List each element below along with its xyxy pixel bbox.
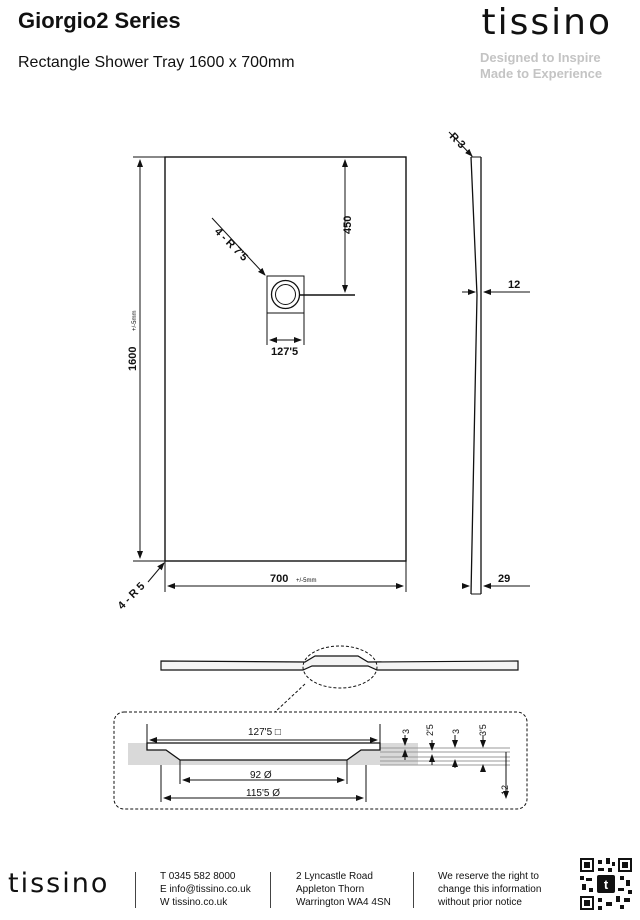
detail-callout-ellipse (302, 645, 378, 689)
tagline-line-1: Designed to Inspire (480, 50, 601, 65)
inner-diameter-label: 92 Ø (250, 770, 272, 781)
footer-address-line-3: Warrington WA4 4SN (296, 897, 391, 908)
waste-square (266, 275, 305, 314)
side-view (448, 131, 530, 595)
waste-radius-label: 4 - R 7'5 (212, 226, 250, 264)
footer-notice-line-3: without prior notice (438, 897, 522, 908)
tagline-line-2: Made to Experience (480, 66, 603, 81)
brand-logo: tissino (481, 2, 612, 43)
dim-3-a-label: 3 (401, 729, 411, 734)
detail-frame (113, 711, 528, 810)
footer-contact: T 0345 582 8000 E info@tissino.co.uk W t… (160, 870, 251, 909)
section-profile (160, 655, 519, 671)
waste-width-label: 127'5 (271, 346, 298, 358)
waste-inner-circle (275, 284, 296, 305)
tray-outline (164, 156, 407, 562)
side-profile (470, 156, 478, 595)
footer-email[interactable]: E info@tissino.co.uk (160, 884, 251, 895)
detail-view (113, 711, 528, 810)
dim-2-5-label: 2'5 (425, 724, 435, 736)
dim-3-b-label: 3 (451, 729, 461, 734)
corner-radius-leader (147, 562, 165, 583)
technical-drawing: 1600 +/-5mm 700 +/-5mm 450 4 - R 7'5 127… (113, 131, 530, 810)
waste-square-label: 127'5 □ (248, 727, 281, 738)
corner-radius-label: 4 - R 5 (116, 580, 148, 612)
dim-3-5-label: 3'5 (478, 724, 488, 736)
plan-view (133, 156, 407, 592)
footer-notice-line-1: We reserve the right to (438, 871, 539, 882)
footer-divider (135, 872, 136, 908)
footer-divider (270, 872, 271, 908)
width-tolerance: +/-5mm (296, 578, 317, 584)
waste-radius-leader (211, 217, 266, 276)
footer-divider (413, 872, 414, 908)
qr-code-icon[interactable]: t (580, 858, 632, 910)
footer-address-line-2: Appleton Thorn (296, 884, 365, 895)
footer-notice-line-2: change this information (438, 884, 542, 895)
footer-logo: tissino (8, 868, 110, 899)
section-view (160, 645, 519, 713)
dim-12-label: 12 (500, 785, 510, 795)
footer-address-line-1: 2 Lyncastle Road (296, 871, 373, 882)
thickness-mid-label: 12 (508, 279, 520, 291)
waste-body (146, 742, 381, 761)
length-label: 1600 (127, 347, 139, 371)
page-subtitle: Rectangle Shower Tray 1600 x 700mm (18, 54, 295, 71)
footer-web[interactable]: W tissino.co.uk (160, 897, 228, 908)
waste-offset-label: 450 (342, 216, 354, 234)
footer-phone: T 0345 582 8000 (160, 871, 236, 882)
length-tolerance: +/-5mm (132, 310, 138, 331)
page-title: Giorgio2 Series (18, 8, 181, 33)
width-label: 700 (270, 573, 288, 585)
footer-notice: We reserve the right to change this info… (438, 870, 541, 909)
svg-text:t: t (604, 877, 609, 892)
outer-diameter-label: 115'5 Ø (246, 788, 280, 799)
footer-address: 2 Lyncastle Road Appleton Thorn Warringt… (296, 870, 391, 909)
thickness-edge-label: 29 (498, 573, 510, 585)
